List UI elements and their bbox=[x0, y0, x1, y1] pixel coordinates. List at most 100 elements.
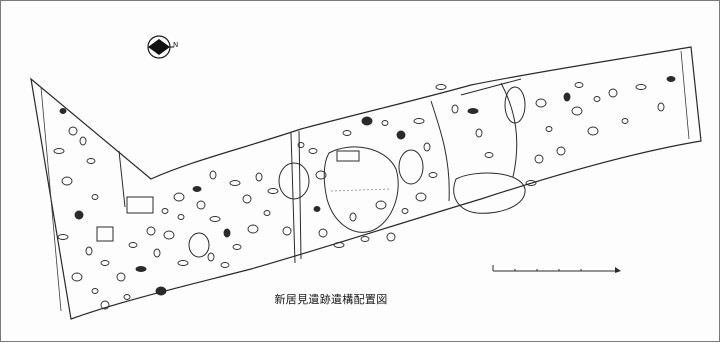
posthole bbox=[59, 108, 67, 114]
posthole bbox=[313, 206, 321, 212]
posthole bbox=[61, 176, 73, 186]
ditch-feature bbox=[500, 82, 518, 178]
ditch-feature bbox=[430, 100, 450, 202]
rectangular-pit bbox=[126, 196, 154, 214]
posthole bbox=[361, 116, 373, 126]
posthole bbox=[574, 82, 584, 88]
posthole bbox=[196, 200, 206, 210]
posthole bbox=[91, 288, 99, 294]
posthole bbox=[85, 246, 93, 256]
postholes-group bbox=[53, 76, 676, 310]
posthole bbox=[79, 136, 87, 146]
posthole bbox=[360, 236, 370, 242]
posthole bbox=[86, 158, 96, 164]
posthole bbox=[381, 120, 389, 126]
posthole bbox=[57, 234, 69, 240]
posthole bbox=[247, 224, 259, 234]
large-pit bbox=[188, 232, 210, 258]
boundary-inner-line bbox=[40, 86, 62, 312]
posthole bbox=[375, 200, 387, 210]
ditch-feature bbox=[298, 130, 302, 260]
posthole bbox=[267, 188, 279, 194]
posthole bbox=[177, 214, 185, 220]
posthole bbox=[666, 76, 676, 82]
posthole bbox=[342, 130, 352, 136]
posthole bbox=[396, 130, 406, 140]
posthole bbox=[428, 172, 438, 178]
posthole bbox=[563, 92, 571, 102]
posthole bbox=[207, 252, 215, 262]
posthole bbox=[413, 118, 425, 124]
boundary-inner-line bbox=[680, 50, 690, 140]
excavation-boundary bbox=[30, 46, 702, 320]
map-caption: 新居見遺跡遺構配置図 bbox=[274, 293, 388, 306]
posthole bbox=[386, 232, 396, 242]
posthole bbox=[223, 228, 231, 238]
posthole bbox=[135, 266, 147, 272]
posthole bbox=[100, 260, 110, 266]
posthole bbox=[349, 212, 357, 222]
posthole bbox=[282, 226, 292, 236]
posthole bbox=[435, 84, 447, 90]
posthole bbox=[177, 260, 189, 266]
posthole bbox=[475, 128, 483, 138]
posthole bbox=[255, 172, 263, 182]
large-pit bbox=[504, 86, 526, 124]
scale-bar bbox=[492, 265, 621, 273]
posthole bbox=[315, 170, 327, 180]
ditch-feature bbox=[118, 150, 126, 208]
posthole bbox=[91, 194, 99, 200]
posthole bbox=[467, 108, 479, 114]
rectangular-pit bbox=[96, 226, 114, 242]
large-pit bbox=[398, 149, 424, 185]
large-pit bbox=[278, 162, 310, 200]
posthole bbox=[153, 248, 161, 258]
rectangular-pit bbox=[336, 150, 360, 162]
posthole bbox=[534, 154, 544, 164]
posthole bbox=[229, 180, 241, 186]
north-arrow-label: N bbox=[173, 41, 179, 49]
posthole bbox=[100, 300, 110, 310]
posthole bbox=[53, 148, 65, 154]
posthole bbox=[571, 106, 583, 116]
posthole bbox=[263, 210, 271, 216]
posthole bbox=[232, 244, 242, 250]
posthole bbox=[297, 142, 305, 148]
posthole bbox=[209, 216, 221, 222]
posthole bbox=[74, 210, 84, 220]
posthole bbox=[146, 226, 156, 236]
posthole bbox=[593, 96, 601, 102]
posthole bbox=[635, 84, 647, 90]
posthole bbox=[587, 126, 599, 136]
posthole bbox=[621, 118, 629, 124]
posthole bbox=[423, 142, 431, 152]
large-pit bbox=[323, 146, 399, 233]
posthole bbox=[128, 242, 138, 248]
posthole bbox=[68, 126, 78, 136]
posthole bbox=[556, 146, 566, 156]
ditch-feature bbox=[290, 132, 296, 264]
posthole bbox=[535, 98, 547, 108]
posthole bbox=[333, 242, 345, 248]
posthole bbox=[161, 208, 169, 214]
posthole bbox=[415, 192, 427, 202]
posthole bbox=[220, 262, 230, 268]
large-pit bbox=[453, 172, 526, 214]
posthole bbox=[71, 272, 83, 282]
posthole bbox=[242, 194, 252, 204]
posthole bbox=[116, 272, 126, 282]
posthole bbox=[163, 230, 175, 240]
posthole bbox=[318, 228, 328, 238]
posthole bbox=[484, 152, 494, 158]
pit-fill-line bbox=[330, 188, 392, 192]
posthole bbox=[451, 104, 459, 114]
posthole bbox=[173, 192, 185, 202]
posthole bbox=[545, 126, 553, 132]
posthole bbox=[657, 102, 665, 112]
posthole bbox=[192, 186, 202, 192]
north-arrow-icon bbox=[147, 35, 174, 59]
posthole bbox=[525, 180, 537, 186]
posthole bbox=[155, 286, 167, 296]
